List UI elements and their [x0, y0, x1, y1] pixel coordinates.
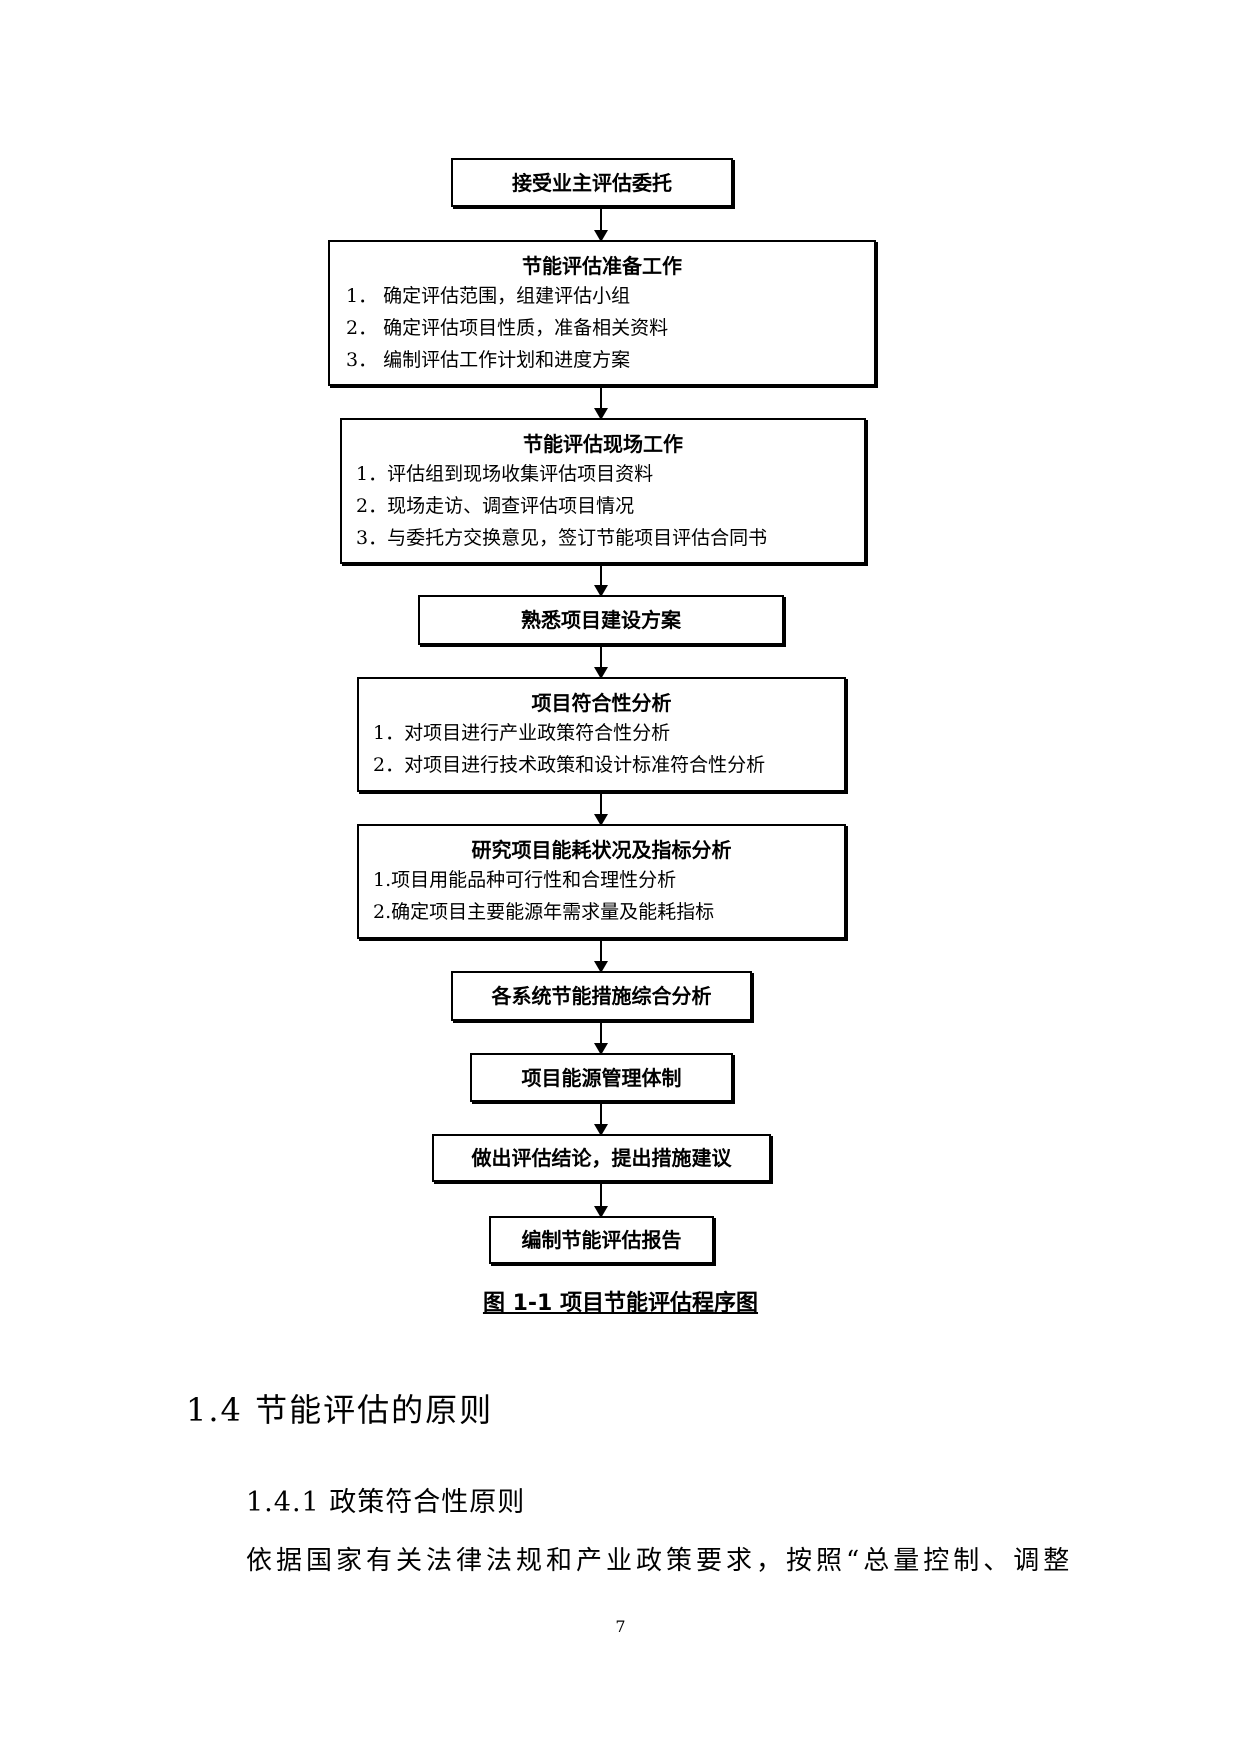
flow-arrow	[594, 939, 608, 973]
flow-step-construction-plan: 熟悉项目建设方案	[418, 595, 784, 645]
flow-step-item: 1．评估组到现场收集评估项目资料	[356, 463, 654, 485]
flow-step-preparation: 节能评估准备工作 1． 确定评估范围，组建评估小组 2． 确定评估项目性质，准备…	[328, 240, 876, 386]
flow-step-item: 3． 编制评估工作计划和进度方案	[346, 349, 631, 371]
flow-step-item: 1． 确定评估范围，组建评估小组	[346, 285, 631, 307]
flow-step-item: 2．对项目进行技术政策和设计标准符合性分析	[373, 754, 766, 776]
body-paragraph: 依据国家有关法律法规和产业政策要求，按照“总量控制、调整	[246, 1546, 1074, 1576]
flow-step-item: 3．与委托方交换意见，签订节能项目评估合同书	[356, 527, 768, 549]
flow-step-title: 编制节能评估报告	[521, 1228, 682, 1252]
flow-arrow	[594, 645, 608, 679]
flow-step-title: 节能评估现场工作	[523, 432, 683, 456]
flow-step-conclusion: 做出评估结论，提出措施建议	[432, 1134, 771, 1182]
flow-step-title: 各系统节能措施综合分析	[491, 984, 712, 1008]
flow-arrow	[594, 386, 608, 420]
flow-step-title: 研究项目能耗状况及指标分析	[471, 838, 732, 862]
flow-arrow	[594, 564, 608, 597]
section-heading: 1.4 节能评估的原则	[186, 1391, 494, 1429]
page-number: 7	[615, 1617, 626, 1636]
flow-step-item: 1．对项目进行产业政策符合性分析	[373, 722, 671, 744]
flow-step-item: 2． 确定评估项目性质，准备相关资料	[346, 317, 669, 339]
flow-step-accept-commission: 接受业主评估委托	[451, 158, 733, 207]
flow-step-energy-analysis: 研究项目能耗状况及指标分析 1.项目用能品种可行性和合理性分析 2.确定项目主要…	[357, 824, 846, 939]
figure-caption-text: 图 1-1 项目节能评估程序图	[482, 1291, 759, 1316]
flow-step-item: 1.项目用能品种可行性和合理性分析	[373, 869, 677, 891]
flow-step-title: 项目能源管理体制	[521, 1065, 682, 1090]
flow-step-item: 2.确定项目主要能源年需求量及能耗指标	[373, 901, 715, 923]
flow-arrow	[594, 1182, 608, 1218]
flow-step-item: 2．现场走访、调查评估项目情况	[356, 495, 635, 517]
flow-step-field-work: 节能评估现场工作 1．评估组到现场收集评估项目资料 2．现场走访、调查评估项目情…	[340, 418, 866, 564]
flow-step-system-measures: 各系统节能措施综合分析	[451, 971, 752, 1021]
flow-arrow	[594, 792, 608, 826]
flow-step-report: 编制节能评估报告	[489, 1216, 714, 1264]
figure-caption: 图 1-1 项目节能评估程序图	[0, 1285, 1241, 1317]
flow-step-title: 做出评估结论，提出措施建议	[471, 1146, 732, 1170]
flow-step-title: 接受业主评估委托	[512, 170, 672, 195]
flow-step-title: 项目符合性分析	[531, 691, 672, 715]
flow-arrow	[594, 1102, 608, 1136]
flow-step-energy-management: 项目能源管理体制	[470, 1053, 733, 1102]
flow-arrow	[594, 207, 608, 242]
flow-arrow	[594, 1021, 608, 1055]
flow-step-title: 节能评估准备工作	[522, 254, 682, 278]
flow-step-title: 熟悉项目建设方案	[521, 608, 681, 632]
subsection-heading: 1.4.1 政策符合性原则	[246, 1487, 526, 1518]
flow-step-compliance-analysis: 项目符合性分析 1．对项目进行产业政策符合性分析 2．对项目进行技术政策和设计标…	[357, 677, 846, 792]
